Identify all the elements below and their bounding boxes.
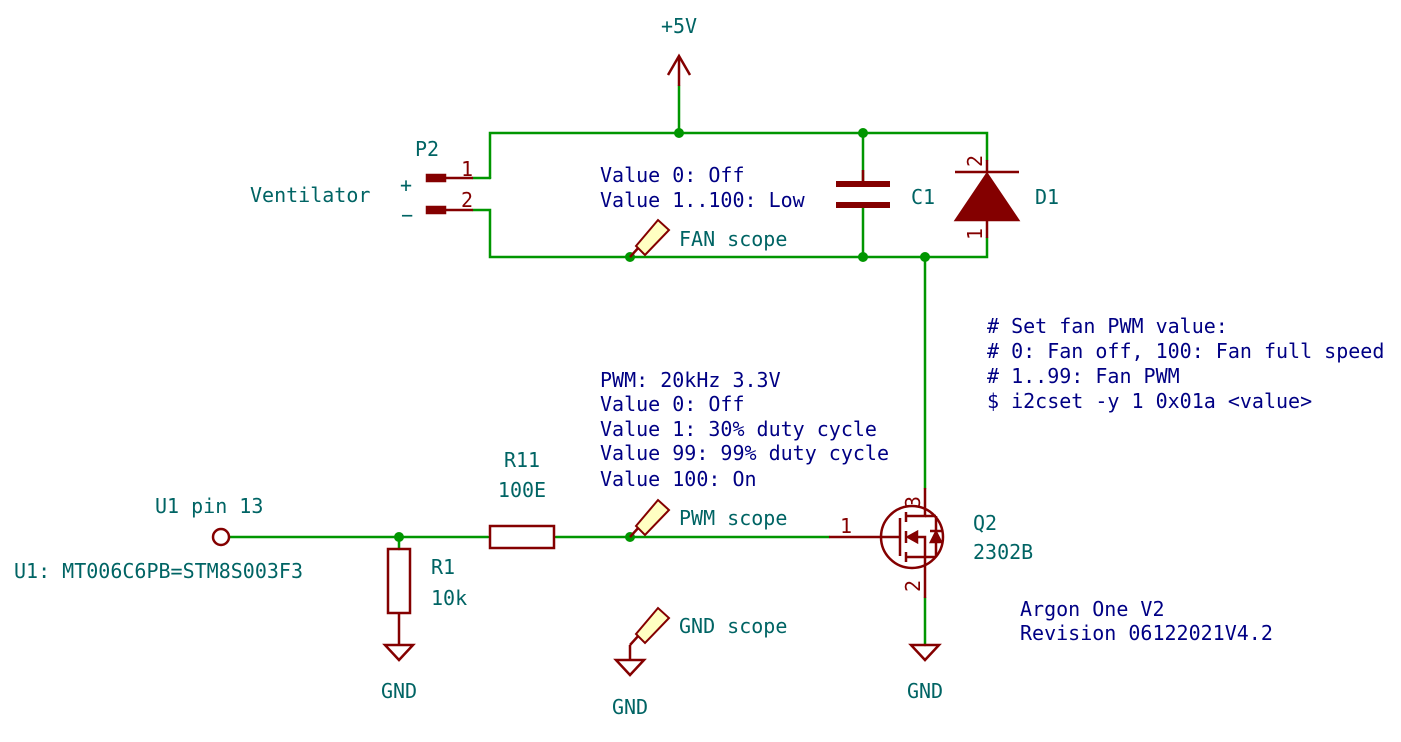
p2-ref: P2 — [415, 137, 439, 161]
r1-ref: R1 — [431, 555, 455, 579]
p2-pin2-contact — [425, 205, 447, 215]
gnd-scope-probe: GND scope — [629, 606, 787, 646]
d1-pin-top: 2 — [963, 155, 987, 167]
revision-line: Argon One V2 — [1020, 597, 1165, 621]
u1-pin-connector-icon — [211, 527, 231, 547]
mosfet-q2: 1 3 2 Q2 2302B — [829, 488, 1033, 598]
gnd-label: GND — [612, 695, 648, 719]
r11-value: 100E — [498, 478, 546, 502]
fan-note-line: Value 1..100: Low — [600, 188, 806, 212]
shell-note-line: # 0: Fan off, 100: Fan full speed — [987, 339, 1384, 363]
q2-body-diode-icon — [928, 529, 944, 544]
gnd-label: GND — [381, 679, 417, 703]
revision-note: Argon One V2 Revision 06122021V4.2 — [1020, 597, 1273, 645]
q2-pin-source: 2 — [901, 580, 925, 592]
probe-icon — [634, 498, 671, 537]
p2-plus-sign: + — [400, 173, 412, 197]
fan-scope-label: FAN scope — [679, 227, 787, 251]
fan-note: Value 0: Off Value 1..100: Low — [600, 163, 806, 212]
junction-dot — [394, 532, 404, 542]
capacitor-c1: C1 — [836, 170, 935, 209]
gnd-symbol-scope: GND — [612, 645, 648, 719]
q2-pin-drain: 3 — [901, 496, 925, 508]
gnd-symbol-q2: GND — [907, 643, 943, 703]
junction-dot — [858, 252, 868, 262]
fan-note-line: Value 0: Off — [600, 163, 745, 187]
pwm-note-line: Value 100: On — [600, 467, 757, 491]
probe-icon — [634, 606, 671, 645]
vcc-arrow-icon — [666, 53, 692, 76]
pwm-scope-label: PWM scope — [679, 506, 787, 530]
gnd-icon — [382, 643, 416, 662]
u1-part-label: U1: MT006C6PB=STM8S003F3 — [14, 559, 303, 583]
diode-d1: 2 1 D1 — [953, 155, 1059, 240]
gnd-icon — [613, 658, 647, 677]
q2-ref: Q2 — [973, 511, 997, 535]
connector-p2: 1 2 P2 + − Ventilator — [250, 137, 473, 227]
wire-top-rail — [488, 131, 989, 180]
vcc-symbol: +5V — [661, 14, 697, 86]
r11-ref: R11 — [504, 448, 540, 472]
pwm-scope-probe: PWM scope — [629, 498, 787, 538]
pwm-note: PWM: 20kHz 3.3V Value 0: Off Value 1: 30… — [600, 368, 889, 491]
q2-value: 2302B — [973, 540, 1033, 564]
pwm-note-line: Value 1: 30% duty cycle — [600, 417, 877, 441]
p2-minus-sign: − — [401, 203, 413, 227]
q2-body-circle — [879, 504, 945, 570]
pwm-note-line: PWM: 20kHz 3.3V — [600, 368, 781, 392]
gnd-symbol-r1: GND — [381, 643, 417, 703]
revision-line: Revision 06122021V4.2 — [1020, 621, 1273, 645]
r11-body — [488, 524, 556, 550]
gnd-label: GND — [907, 679, 943, 703]
junction-dot — [858, 128, 868, 138]
pwm-note-line: Value 0: Off — [600, 392, 745, 416]
gnd-icon — [908, 643, 942, 662]
u1-pin-label: U1 pin 13 — [155, 494, 263, 518]
p2-pin2-number: 2 — [461, 188, 473, 212]
shell-note-line: # 1..99: Fan PWM — [987, 364, 1180, 388]
fan-scope-probe: FAN scope — [629, 218, 787, 258]
gnd-scope-label: GND scope — [679, 614, 787, 638]
wire-bottom-rail — [471, 208, 989, 259]
shell-note: # Set fan PWM value: # 0: Fan off, 100: … — [987, 314, 1384, 413]
shell-note-line: # Set fan PWM value: — [987, 314, 1228, 338]
r1-value: 10k — [431, 586, 467, 610]
resistor-r11: R11 100E — [488, 448, 556, 550]
wires — [228, 84, 989, 647]
r1-body — [386, 547, 412, 615]
c1-ref: C1 — [911, 185, 935, 209]
q2-arrow-icon — [905, 529, 919, 545]
p2-pin1-number: 1 — [461, 157, 473, 181]
d1-pin-bottom: 1 — [963, 228, 987, 240]
p2-pin1-contact — [425, 173, 447, 183]
d1-ref: D1 — [1035, 185, 1059, 209]
probe-icon — [634, 218, 671, 257]
p2-name: Ventilator — [250, 183, 370, 207]
u1-pin: U1 pin 13 U1: MT006C6PB=STM8S003F3 — [14, 494, 303, 583]
resistor-r1: R1 10k — [386, 547, 467, 645]
shell-note-line: $ i2cset -y 1 0x01a <value> — [987, 389, 1312, 413]
vcc-label: +5V — [661, 14, 697, 38]
d1-triangle-icon — [953, 171, 1021, 222]
q2-pin-gate: 1 — [840, 514, 852, 538]
junction-dot — [920, 252, 930, 262]
junction-dot — [674, 128, 684, 138]
pwm-note-line: Value 99: 99% duty cycle — [600, 441, 889, 465]
